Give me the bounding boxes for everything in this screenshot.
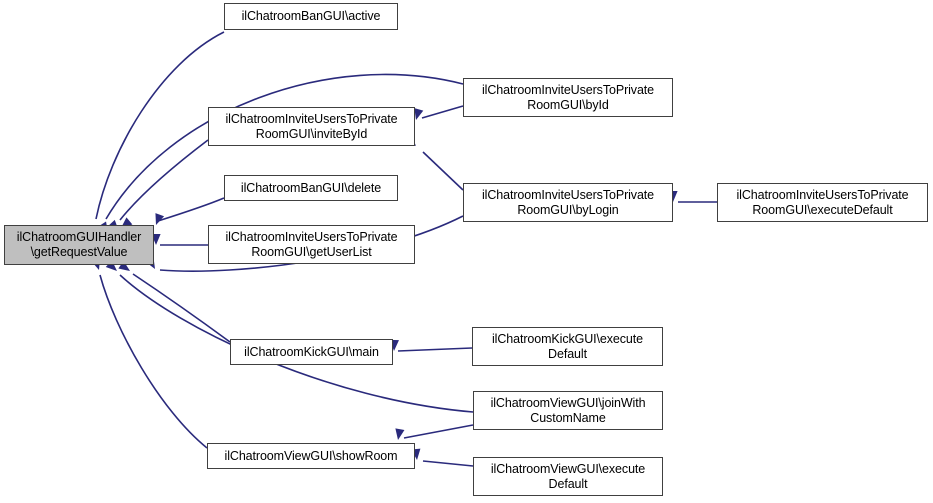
- graph-node-viewExecuteDefault[interactable]: ilChatroomViewGUI\execute Default: [473, 457, 663, 496]
- graph-node-label: ilChatroomBanGUI\active: [241, 9, 381, 23]
- graph-node-inviteExecuteDefault[interactable]: ilChatroomInviteUsersToPrivate RoomGUI\e…: [717, 183, 928, 222]
- graph-node-label: ilChatroomBanGUI\delete: [240, 180, 382, 195]
- call-edge: [99, 274, 208, 449]
- graph-node-joinWithCustomName[interactable]: ilChatroomViewGUI\joinWith CustomName: [473, 391, 663, 430]
- graph-node-banActive[interactable]: ilChatroomBanGUI\active: [224, 3, 398, 30]
- graph-node-label: ilChatroomGUIHandler \getRequestValue: [16, 230, 142, 259]
- graph-node-label: ilChatroomKickGUI\execute Default: [491, 331, 644, 361]
- graph-node-label: ilChatroomInviteUsersToPrivate RoomGUI\g…: [225, 229, 398, 259]
- graph-node-banDelete[interactable]: ilChatroomBanGUI\delete: [224, 175, 398, 201]
- graph-node-kickMain[interactable]: ilChatroomKickGUI\main: [230, 339, 393, 365]
- graph-node-label: ilChatroomViewGUI\joinWith CustomName: [490, 395, 646, 425]
- call-edge: [397, 347, 473, 352]
- graph-node-label: ilChatroomInviteUsersToPrivate RoomGUI\e…: [736, 187, 909, 217]
- graph-node-label: ilChatroomViewGUI\execute Default: [490, 461, 646, 491]
- graph-node-getRequestValue[interactable]: ilChatroomGUIHandler \getRequestValue: [4, 225, 154, 265]
- graph-node-byId[interactable]: ilChatroomInviteUsersToPrivate RoomGUI\b…: [463, 78, 673, 117]
- call-edge: [422, 460, 474, 467]
- graph-node-label: ilChatroomInviteUsersToPrivate RoomGUI\b…: [481, 82, 655, 112]
- call-edge: [157, 197, 225, 222]
- call-edge: [132, 273, 231, 343]
- graph-node-label: ilChatroomViewGUI\showRoom: [224, 448, 398, 463]
- graph-node-label: ilChatroomInviteUsersToPrivate RoomGUI\i…: [225, 111, 398, 141]
- call-edge: [119, 139, 209, 221]
- call-edge: [403, 424, 474, 439]
- call-edge: [95, 31, 225, 220]
- graph-node-byLogin[interactable]: ilChatroomInviteUsersToPrivate RoomGUI\b…: [463, 183, 673, 222]
- edge-arrowhead: [395, 428, 405, 440]
- call-edge: [422, 151, 464, 191]
- graph-node-label: ilChatroomInviteUsersToPrivate RoomGUI\b…: [481, 187, 655, 217]
- call-edge: [421, 105, 464, 119]
- graph-node-getUserList[interactable]: ilChatroomInviteUsersToPrivate RoomGUI\g…: [208, 225, 415, 264]
- graph-node-showRoom[interactable]: ilChatroomViewGUI\showRoom: [207, 443, 415, 469]
- graph-node-inviteById[interactable]: ilChatroomInviteUsersToPrivate RoomGUI\i…: [208, 107, 415, 146]
- graph-node-label: ilChatroomKickGUI\main: [244, 344, 379, 359]
- graph-node-kickExecuteDefault[interactable]: ilChatroomKickGUI\execute Default: [472, 327, 663, 366]
